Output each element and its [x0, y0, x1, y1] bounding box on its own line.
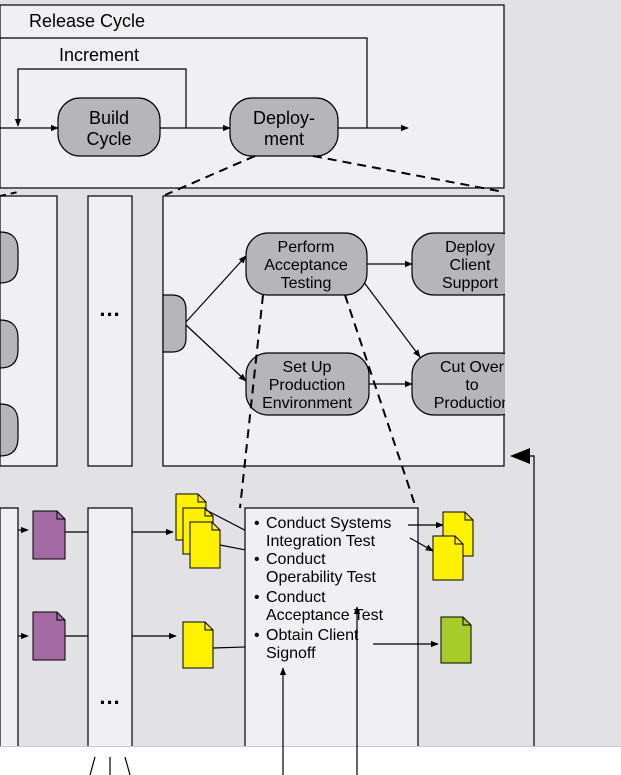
- svg-text:Production: Production: [269, 377, 346, 394]
- svg-text:•: •: [254, 627, 260, 644]
- feedback-loop-line: [510, 448, 535, 746]
- zoom-line-acceptance-right: [344, 294, 417, 509]
- svg-text:•: •: [254, 589, 260, 606]
- svg-text:Production: Production: [434, 395, 511, 412]
- svg-text:Conduct Systems: Conduct Systems: [266, 515, 391, 532]
- release-loop-line: [0, 37, 368, 128]
- svg-text:Conduct: Conduct: [266, 551, 326, 568]
- svg-text:Client: Client: [450, 257, 491, 274]
- purple-document-2: [32, 611, 66, 661]
- bottom-strip: [0, 747, 621, 775]
- bullet-2: • Conduct Operability Test: [254, 551, 377, 586]
- zoom-line-left: [164, 155, 256, 196]
- svg-text:Testing: Testing: [281, 275, 332, 292]
- svg-text:Signoff: Signoff: [266, 645, 316, 662]
- start-to-setup-arrow: [185, 324, 247, 382]
- svg-text:to: to: [465, 377, 478, 394]
- svg-text:Environment: Environment: [262, 395, 352, 412]
- right-crop-mask: [505, 190, 621, 470]
- acceptance-to-cutover-arrow: [359, 276, 421, 358]
- yellow-document-single: [182, 621, 214, 669]
- svg-text:Integration Test: Integration Test: [266, 533, 376, 550]
- svg-text:Support: Support: [442, 275, 499, 292]
- zoom-line-right: [312, 155, 505, 193]
- middle-ellipsis: ...: [99, 296, 120, 321]
- deploy-client-support-node: Deploy Client Support: [411, 232, 523, 296]
- svg-text:Perform: Perform: [278, 239, 335, 256]
- yellow-document-stack: [175, 493, 221, 569]
- middle-ellipsis-panel: ...: [87, 195, 133, 467]
- svg-text:Obtain Client: Obtain Client: [266, 627, 359, 644]
- deployment-node: Deploy- ment: [229, 97, 339, 157]
- svg-text:Cut Over: Cut Over: [440, 359, 505, 376]
- start-to-acceptance-arrow: [185, 255, 247, 323]
- svg-text:Acceptance: Acceptance: [264, 257, 348, 274]
- perform-acceptance-testing-node: Perform Acceptance Testing: [245, 232, 368, 296]
- input-arrow-stub-3: [124, 756, 131, 775]
- build-cycle-node: Build Cycle: [57, 97, 161, 157]
- svg-text:Conduct: Conduct: [266, 589, 326, 606]
- input-arrow-stub-1: [89, 756, 96, 775]
- svg-text:•: •: [254, 551, 260, 568]
- zoom-line-left-previous: [0, 191, 19, 197]
- zoom-line-acceptance-left: [239, 294, 264, 509]
- bullet-4: • Obtain Client Signoff: [254, 627, 359, 662]
- start-node: [162, 294, 187, 353]
- release-cycle-panel: Release Cycle Increment Build Cycle Depl…: [0, 4, 505, 189]
- lower-ellipsis-panel: ...: [87, 507, 133, 749]
- green-output-document: [440, 616, 472, 664]
- purple-document-1: [32, 510, 66, 560]
- svg-text:Deploy: Deploy: [445, 239, 495, 256]
- svg-text:Set Up: Set Up: [283, 359, 332, 376]
- activities-to-yellow-output-arrow-2: [409, 537, 434, 552]
- svg-text:Build: Build: [89, 108, 129, 128]
- increment-label: Increment: [59, 45, 139, 65]
- release-cycle-title: Release Cycle: [29, 11, 145, 31]
- increment-loop-line: [14, 68, 187, 128]
- bullet-1: • Conduct Systems Integration Test: [254, 515, 391, 550]
- svg-text:Cycle: Cycle: [86, 129, 131, 149]
- deployment-detail-panel: Perform Acceptance Testing Deploy Client…: [162, 195, 523, 467]
- activities-panel: • Conduct Systems Integration Test • Con…: [244, 507, 419, 749]
- cut-over-to-production-node: Cut Over to Production: [411, 352, 523, 416]
- svg-text:•: •: [254, 515, 260, 532]
- svg-text:Acceptance Test: Acceptance Test: [266, 607, 384, 624]
- lower-ellipsis: ...: [99, 684, 120, 709]
- yellow-output-documents: [432, 511, 474, 581]
- set-up-production-environment-node: Set Up Production Environment: [245, 352, 370, 416]
- svg-text:Deploy-: Deploy-: [253, 108, 315, 128]
- svg-text:ment: ment: [264, 129, 304, 149]
- middle-left-panel: [0, 195, 58, 467]
- svg-text:Operability Test: Operability Test: [266, 569, 377, 586]
